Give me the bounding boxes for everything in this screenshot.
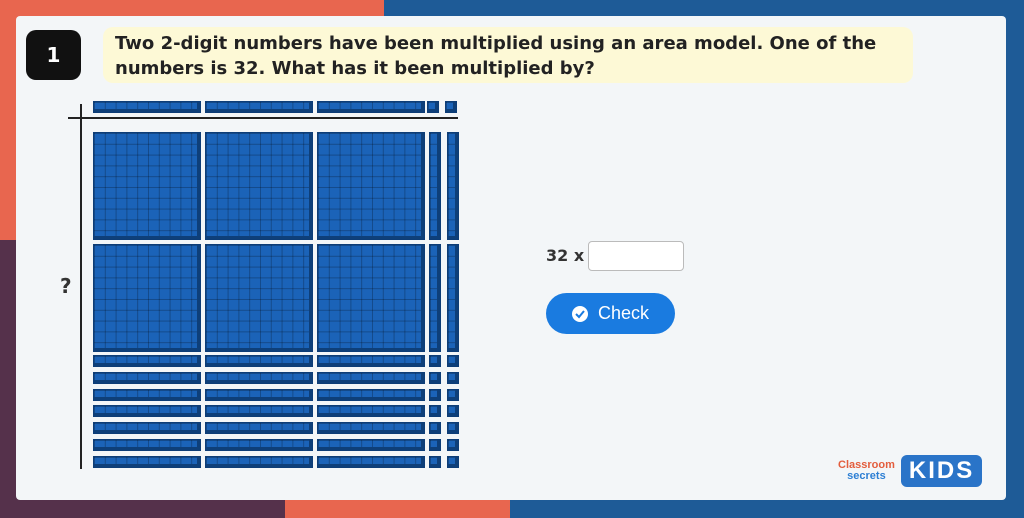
answer-input[interactable] <box>588 241 684 271</box>
hundred-square <box>93 244 201 352</box>
one-cube <box>429 388 441 401</box>
ten-rod <box>205 388 313 401</box>
one-cube <box>429 371 441 384</box>
ten-rod <box>429 244 441 352</box>
top-one-cube <box>445 101 457 113</box>
ten-rod <box>205 455 313 468</box>
one-cube <box>429 405 441 418</box>
one-cube <box>429 355 441 367</box>
hundred-square <box>205 244 313 352</box>
top-one-cube <box>427 101 439 113</box>
hundred-square <box>93 132 201 240</box>
check-circle-icon <box>571 305 588 322</box>
top-ten-rod <box>205 101 313 113</box>
ten-rod <box>205 439 313 451</box>
equation-prefix: 32 x <box>546 246 585 265</box>
ten-rod <box>93 355 201 367</box>
ten-rod <box>93 405 201 418</box>
one-cube <box>429 439 441 451</box>
ten-rod <box>205 422 313 435</box>
kids-logo: KIDS <box>900 455 983 487</box>
ten-rod <box>93 455 201 468</box>
ten-rod <box>93 371 201 384</box>
ten-rod <box>317 405 425 418</box>
hundred-square <box>317 244 425 352</box>
ten-rod <box>93 439 201 451</box>
top-ten-rod <box>317 101 425 113</box>
question-number: 1 <box>26 30 81 80</box>
one-cube <box>447 388 459 401</box>
ten-rod <box>317 455 425 468</box>
vertical-axis <box>80 104 82 469</box>
ten-rod <box>317 371 425 384</box>
ten-rod <box>317 439 425 451</box>
ten-rod <box>447 132 459 240</box>
ten-rod <box>205 355 313 367</box>
check-button-label: Check <box>597 303 650 323</box>
check-button[interactable]: Check <box>546 293 675 334</box>
ten-rod <box>93 388 201 401</box>
logo-secrets-text: secrets <box>847 470 886 482</box>
ten-rod <box>429 132 441 240</box>
one-cube <box>429 455 441 468</box>
ten-rod <box>93 422 201 435</box>
one-cube <box>447 355 459 367</box>
one-cube <box>447 371 459 384</box>
one-cube <box>429 422 441 435</box>
ten-rod <box>447 244 459 352</box>
logo-classroom-text: Classroom <box>838 459 895 471</box>
horizontal-axis <box>68 117 458 119</box>
area-model: ? <box>60 96 470 476</box>
one-cube <box>447 405 459 418</box>
question-text: Two 2-digit numbers have been multiplied… <box>103 27 913 83</box>
top-ten-rod <box>93 101 201 113</box>
brand-logo: Classroom secrets KIDS <box>838 455 983 487</box>
ten-rod <box>317 355 425 367</box>
background-strip <box>285 496 510 518</box>
ten-rod <box>317 422 425 435</box>
one-cube <box>447 422 459 435</box>
unknown-factor-label: ? <box>60 274 72 298</box>
classroom-secrets-logo: Classroom secrets <box>838 460 895 482</box>
hundred-square <box>317 132 425 240</box>
one-cube <box>447 439 459 451</box>
hundred-square <box>205 132 313 240</box>
ten-rod <box>205 405 313 418</box>
one-cube <box>447 455 459 468</box>
ten-rod <box>205 371 313 384</box>
ten-rod <box>317 388 425 401</box>
